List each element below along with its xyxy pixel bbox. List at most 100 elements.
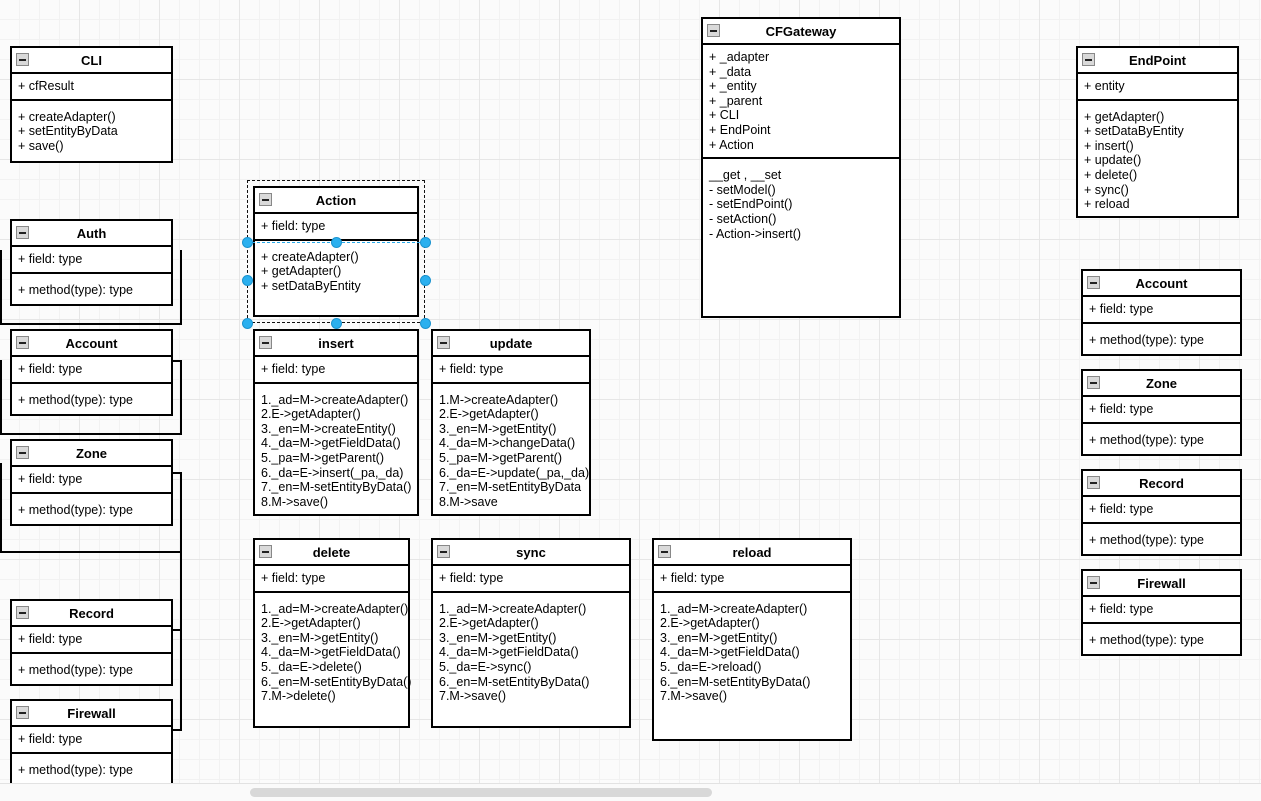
- collapse-minus-icon[interactable]: [16, 446, 29, 459]
- collapse-minus-icon[interactable]: [259, 193, 272, 206]
- method-line: 6._da=E->insert(_pa,_da): [261, 465, 404, 480]
- attribute-line: + field: type: [18, 732, 83, 746]
- attribute-line: + field: type: [18, 252, 83, 266]
- uml-class-cfgateway[interactable]: CFGateway+ _adapter+ _data+ _entity+ _pa…: [701, 17, 901, 318]
- uml-class-cli[interactable]: CLI+ cfResult+ createAdapter()+ setEntit…: [10, 46, 173, 163]
- collapse-minus-icon[interactable]: [437, 336, 450, 349]
- resize-handle-w[interactable]: [241, 274, 253, 286]
- uml-class-endpoint[interactable]: EndPoint+ entity+ getAdapter()+ setDataB…: [1076, 46, 1239, 218]
- collapse-minus-icon[interactable]: [16, 226, 29, 239]
- collapse-minus-icon[interactable]: [1087, 476, 1100, 489]
- collapse-minus-icon[interactable]: [16, 53, 29, 66]
- attribute-line: + field: type: [261, 362, 326, 376]
- method-line: __get , __set: [709, 168, 782, 183]
- class-title: Record: [1083, 471, 1240, 497]
- collapse-minus-icon[interactable]: [1087, 376, 1100, 389]
- class-methods: + createAdapter()+ setEntityByData+ save…: [12, 101, 171, 159]
- resize-handle-nw[interactable]: [241, 236, 253, 248]
- class-methods: + method(type): type: [12, 384, 171, 413]
- class-methods: + method(type): type: [1083, 524, 1240, 553]
- resize-handle-e[interactable]: [419, 274, 431, 286]
- method-line: 7.M->delete(): [261, 689, 336, 704]
- class-methods: + method(type): type: [12, 494, 171, 523]
- collapse-minus-icon[interactable]: [1082, 53, 1095, 66]
- attribute-line: + field: type: [261, 571, 326, 585]
- class-name-label: Zone: [1145, 376, 1178, 391]
- collapse-minus-icon[interactable]: [259, 336, 272, 349]
- uml-class-auth[interactable]: Auth + field: type + method(type): type: [10, 219, 173, 306]
- uml-class-zone-left[interactable]: Zone+ field: type+ method(type): type: [10, 439, 173, 526]
- edge-account-bottom: [0, 433, 182, 435]
- collapse-minus-icon[interactable]: [707, 24, 720, 37]
- class-methods: + method(type): type: [12, 754, 171, 783]
- method-line: 6._en=M-setEntityByData(): [261, 674, 412, 689]
- uml-class-zone-right[interactable]: Zone+ field: type+ method(type): type: [1081, 369, 1242, 456]
- uml-class-record-right[interactable]: Record + field: type + method(type): type: [1081, 469, 1242, 556]
- class-name-label: EndPoint: [1128, 53, 1187, 68]
- class-methods: + method(type): type: [12, 274, 171, 303]
- class-methods: + method(type): type: [1083, 324, 1240, 353]
- collapse-minus-icon[interactable]: [1087, 576, 1100, 589]
- class-title: update: [433, 331, 589, 357]
- collapse-minus-icon[interactable]: [437, 545, 450, 558]
- class-methods: 1._ad=M->createAdapter()2.E->getAdapter(…: [654, 593, 850, 709]
- method-line: + getAdapter(): [1084, 109, 1165, 124]
- uml-class-insert[interactable]: insert + field: type 1._ad=M->createAdapte…: [253, 329, 419, 516]
- method-line: 5._da=E->delete(): [261, 659, 362, 674]
- collapse-minus-icon[interactable]: [658, 545, 671, 558]
- uml-class-account-right[interactable]: Account+ field: type+ method(type): type: [1081, 269, 1242, 356]
- edge-zone-bottom: [0, 551, 182, 553]
- uml-class-account-left[interactable]: Account+ field: type+ method(type): type: [10, 329, 173, 416]
- class-title: Record: [12, 601, 171, 627]
- class-name-label: Action: [315, 193, 357, 208]
- resize-handle-s[interactable]: [330, 317, 342, 329]
- horizontal-scrollbar[interactable]: [0, 783, 1261, 801]
- method-line: + method(type): type: [18, 282, 133, 297]
- class-title: CFGateway: [703, 19, 899, 45]
- attribute-line: + _adapter: [709, 50, 770, 64]
- method-line: + method(type): type: [1089, 632, 1204, 647]
- method-line: 2.E->getAdapter(): [439, 407, 539, 422]
- class-attributes: + field: type: [1083, 397, 1240, 424]
- collapse-minus-icon[interactable]: [1087, 276, 1100, 289]
- method-line: + sync(): [1084, 182, 1129, 197]
- resize-handle-sw[interactable]: [241, 317, 253, 329]
- uml-class-record-left[interactable]: Record+ field: type+ method(type): type: [10, 599, 173, 686]
- attribute-line: + _parent: [709, 93, 763, 108]
- diagram-canvas[interactable]: parentparentchildparentparentchildchildc…: [0, 0, 1261, 783]
- method-line: 7.M->save(): [660, 689, 728, 704]
- class-name-label: reload: [732, 545, 772, 560]
- method-line: + update(): [1084, 153, 1142, 168]
- method-line: + delete(): [1084, 167, 1138, 182]
- method-line: 5._pa=M->getParent(): [261, 450, 384, 465]
- attribute-line: + _data: [709, 64, 752, 79]
- resize-handle-n[interactable]: [330, 236, 342, 248]
- class-name-label: Auth: [76, 226, 107, 241]
- collapse-minus-icon[interactable]: [16, 606, 29, 619]
- resize-handle-se[interactable]: [419, 317, 431, 329]
- resize-handle-ne[interactable]: [419, 236, 431, 248]
- method-line: 7._en=M-setEntityByData: [439, 480, 582, 495]
- method-line: 2.E->getAdapter(): [261, 407, 361, 422]
- class-title: insert: [255, 331, 417, 357]
- collapse-minus-icon[interactable]: [16, 336, 29, 349]
- edge-auth-bottom: [0, 323, 182, 325]
- method-line: 1._ad=M->createAdapter(): [261, 601, 409, 616]
- class-name-label: sync: [516, 545, 546, 560]
- method-line: 3._en=M->getEntity(): [660, 630, 778, 645]
- collapse-minus-icon[interactable]: [259, 545, 272, 558]
- attribute-line: + entity: [1084, 79, 1125, 93]
- method-line: + createAdapter(): [261, 249, 359, 264]
- uml-class-firewall-left[interactable]: Firewall+ field: type+ method(type): typ…: [10, 699, 173, 783]
- collapse-minus-icon[interactable]: [16, 706, 29, 719]
- uml-class-firewall-right[interactable]: Firewall+ field: type+ method(type): typ…: [1081, 569, 1242, 656]
- uml-class-action[interactable]: Action+ field: type+ createAdapter()+ ge…: [253, 186, 419, 317]
- class-name-label: Record: [69, 606, 114, 621]
- horizontal-scrollbar-thumb[interactable]: [250, 788, 712, 797]
- method-line: 1._ad=M->createAdapter(): [261, 392, 409, 407]
- attribute-line: + field: type: [1089, 502, 1154, 516]
